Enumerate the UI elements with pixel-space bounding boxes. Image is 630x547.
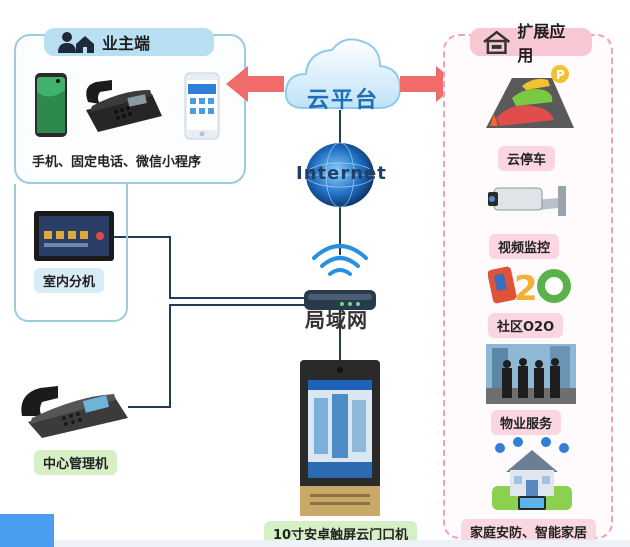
indoor-unit-label: 室内分机 [34,268,105,293]
house-settings-icon [483,30,511,54]
owner-devices-label: 手机、固定电话、微信小程序 [32,155,202,170]
owner-side-panel-lower [14,184,128,322]
cctv-camera-image [488,186,566,216]
owner-side-title: 业主端 [44,28,214,56]
lan-label: 局域网 [305,308,368,332]
svg-text:P: P [556,68,565,82]
extension-item-o2o: 社区O2O [488,313,564,338]
wifi-icon [312,244,368,276]
cloud-icon [284,38,402,109]
extension-item-property: 物业服务 [491,410,562,435]
cloud-platform-label: 云平台 [307,88,380,113]
indoor-unit-image [34,211,114,261]
community-o2o-image: 2 [488,266,571,308]
router-to-management-line [128,304,305,408]
management-machine-label: 中心管理机 [34,450,118,475]
internet-label: Internet [296,163,387,184]
extension-item-parking: 云停车 [498,146,556,171]
property-service-image [486,344,576,404]
router-icon [304,290,376,310]
cloud-parking-image: P [486,65,574,128]
globe-icon [305,142,375,208]
extension-item-surveillance: 视频监控 [489,234,560,259]
wechat-mini-program-image [184,72,220,140]
corner-block [0,514,54,547]
door-station-image [300,360,380,516]
extension-item-smart-home: 家庭安防、智能家居 [461,519,597,544]
management-machine-image [21,386,128,438]
extension-title-text: 扩展应用 [517,22,566,65]
mobile-phone-image [35,73,67,137]
svg-text:2: 2 [514,269,538,308]
user-home-icon [58,32,94,53]
extension-title: 扩展应用 [470,22,592,65]
router-to-indoor-line [112,236,305,299]
arrow-left-icon [226,66,284,102]
landline-phone-image [86,80,162,132]
owner-side-title-text: 业主端 [102,34,151,53]
smart-home-image [492,437,572,510]
bottom-strip [54,540,630,547]
